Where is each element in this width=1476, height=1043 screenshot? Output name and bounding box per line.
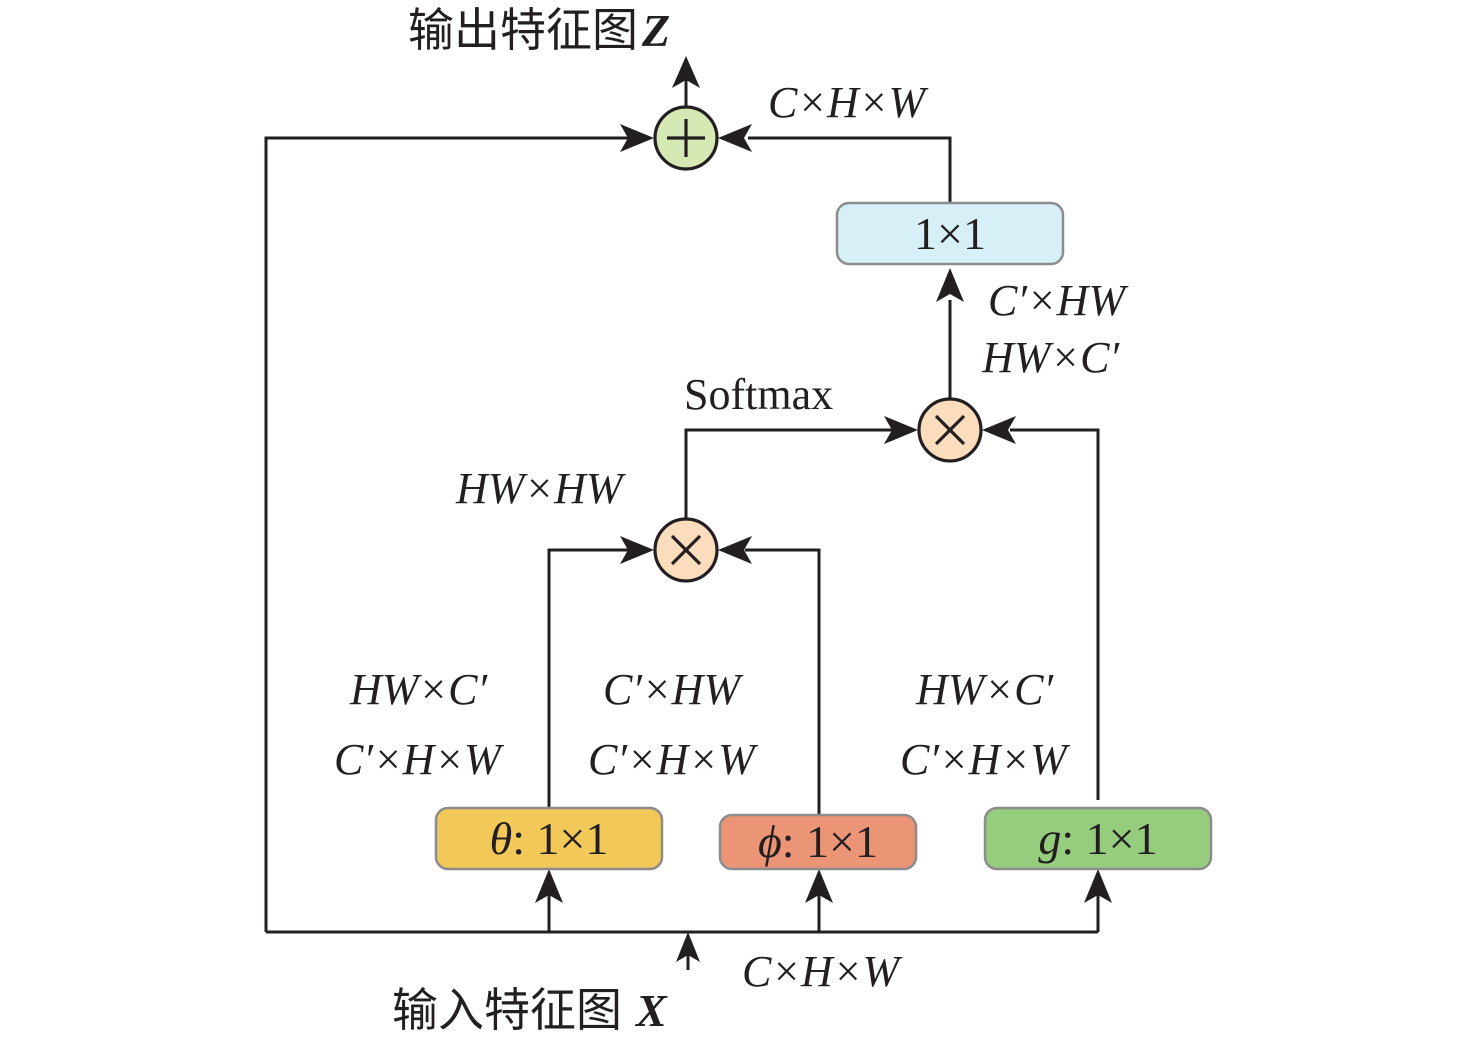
weighted-dim-label-2: HW×C′ — [981, 333, 1120, 382]
g-symbol: g — [1038, 813, 1061, 864]
input-dim-label: C×H×W — [742, 947, 903, 996]
output-title-text: 输出特征图 — [408, 5, 638, 56]
output-symbol: Z — [641, 5, 670, 56]
output-feature-map-title: 输出特征图Z — [408, 5, 670, 56]
softmax-line — [684, 428, 892, 519]
arrowhead-left — [982, 416, 1016, 444]
phi-dim-label-2: C′×H×W — [588, 735, 758, 784]
phi-label: ϕ: 1×1 — [758, 816, 878, 867]
phi-kernel: : 1×1 — [782, 816, 878, 867]
g-output-line — [1010, 428, 1100, 800]
arrowhead-up — [672, 56, 700, 88]
arrowhead-up — [936, 268, 964, 302]
conv-to-add-line — [748, 136, 952, 203]
arrowheads — [535, 56, 1112, 962]
g-dim-label-1: HW×C′ — [915, 665, 1054, 714]
multiply-node-top — [917, 397, 983, 463]
arrowhead-up — [676, 932, 700, 962]
theta-output-line — [547, 548, 628, 808]
multiply-node-bottom — [653, 517, 719, 583]
theta-kernel: : 1×1 — [512, 813, 608, 864]
theta-symbol: θ — [490, 813, 513, 864]
g-dim-label-2: C′×H×W — [900, 735, 1070, 784]
conv-output-box: 1×1 — [835, 201, 1065, 266]
attention-dim-label: HW×HW — [455, 464, 626, 513]
g-rect — [983, 806, 1213, 871]
input-symbol: X — [634, 985, 668, 1036]
softmax-label: Softmax — [684, 370, 833, 419]
conv-output-rect — [835, 201, 1065, 266]
phi-output-line — [745, 548, 821, 815]
phi-box: ϕ: 1×1 — [718, 813, 918, 871]
theta-dim-label-2: C′×H×W — [334, 735, 504, 784]
arrowhead-up — [805, 869, 833, 903]
theta-dim-label-1: HW×C′ — [349, 665, 488, 714]
g-label: g: 1×1 — [1038, 813, 1157, 864]
theta-rect — [434, 806, 664, 871]
conv-output-label: 1×1 — [914, 208, 986, 259]
g-kernel: : 1×1 — [1061, 813, 1157, 864]
arrowhead-right — [620, 124, 654, 152]
arrowhead-right — [884, 416, 918, 444]
phi-symbol: ϕ — [758, 816, 782, 867]
multiply-icon-b — [934, 414, 966, 446]
phi-rect — [718, 813, 918, 871]
residual-skip-line — [264, 136, 628, 932]
theta-label: θ: 1×1 — [490, 813, 609, 864]
add-node — [653, 105, 719, 171]
input-title-text: 输入特征图 — [392, 985, 622, 1036]
multiply-icon-b — [670, 534, 702, 566]
g-box: g: 1×1 — [983, 806, 1213, 871]
theta-box: θ: 1×1 — [434, 806, 664, 871]
arrowhead-up — [535, 869, 563, 903]
output-dim-label: C×H×W — [768, 78, 929, 127]
phi-dim-label-1: C′×HW — [603, 665, 743, 714]
arrowhead-up — [1084, 869, 1112, 903]
weighted-dim-label-1: C′×HW — [988, 276, 1128, 325]
arrowhead-left — [718, 536, 752, 564]
arrowhead-left — [718, 124, 752, 152]
arrowhead-right — [620, 536, 654, 564]
